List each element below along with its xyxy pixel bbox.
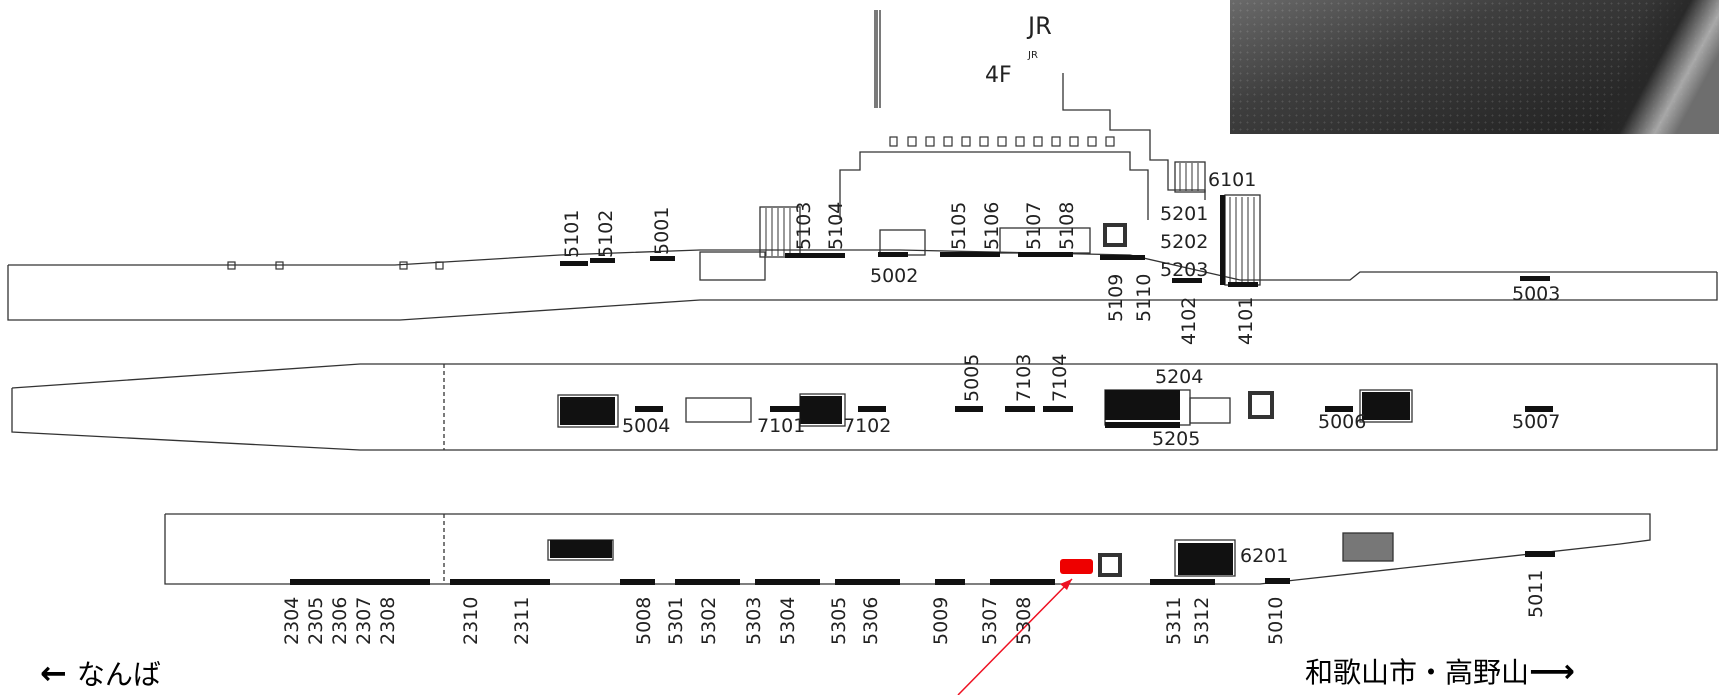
label-5002: 5002 bbox=[870, 265, 918, 287]
label-5306: 5306 bbox=[860, 597, 882, 645]
label-5101: 5101 bbox=[561, 210, 583, 258]
label-6101: 6101 bbox=[1208, 169, 1256, 191]
label-5307: 5307 bbox=[979, 597, 1001, 645]
label-5104: 5104 bbox=[825, 202, 847, 250]
label-5301: 5301 bbox=[665, 597, 687, 645]
gate-squares bbox=[227, 136, 1127, 270]
direction-left-label: なんば bbox=[76, 658, 161, 691]
label-5010: 5010 bbox=[1265, 597, 1287, 645]
label-7102: 7102 bbox=[843, 415, 891, 437]
label-5106: 5106 bbox=[981, 202, 1003, 250]
label-5007: 5007 bbox=[1512, 411, 1560, 433]
location-arrow bbox=[957, 578, 1073, 695]
label-5011: 5011 bbox=[1525, 570, 1547, 618]
right-arrow-icon: ⟶ bbox=[1529, 652, 1575, 690]
label-5009: 5009 bbox=[930, 597, 952, 645]
direction-right: 和歌山市・高野山 ⟶ bbox=[1305, 651, 1575, 691]
p2-markers bbox=[560, 390, 1553, 428]
label-2311: 2311 bbox=[511, 597, 533, 645]
label-5001: 5001 bbox=[651, 207, 673, 255]
stairs-p1 bbox=[765, 163, 1255, 283]
label-5201: 5201 bbox=[1160, 203, 1208, 225]
label-5103: 5103 bbox=[793, 202, 815, 250]
label-5305: 5305 bbox=[828, 597, 850, 645]
label-5205: 5205 bbox=[1152, 428, 1200, 450]
direction-left: ← なんば bbox=[40, 653, 161, 693]
p3-markers bbox=[290, 540, 1555, 585]
label-5203: 5203 bbox=[1160, 259, 1208, 281]
label-4101: 4101 bbox=[1235, 297, 1257, 345]
label-5303: 5303 bbox=[743, 597, 765, 645]
label-7103: 7103 bbox=[1013, 354, 1035, 402]
label-7104: 7104 bbox=[1049, 354, 1071, 402]
label-5204: 5204 bbox=[1155, 366, 1203, 388]
label-2306: 2306 bbox=[329, 597, 351, 645]
jr-small-label: JR bbox=[1027, 50, 1038, 61]
jr-label: JR bbox=[1026, 12, 1052, 40]
label-5202: 5202 bbox=[1160, 231, 1208, 253]
label-2305: 2305 bbox=[305, 597, 327, 645]
label-2307: 2307 bbox=[353, 597, 375, 645]
platform-2 bbox=[11, 363, 1718, 451]
label-4102: 4102 bbox=[1178, 297, 1200, 345]
label-2308: 2308 bbox=[377, 597, 399, 645]
p1-markers bbox=[560, 195, 1550, 287]
label-5005: 5005 bbox=[961, 354, 983, 402]
label-5105: 5105 bbox=[948, 202, 970, 250]
label-5311: 5311 bbox=[1163, 597, 1185, 645]
left-arrow-icon: ← bbox=[40, 654, 67, 692]
platform-1 bbox=[7, 10, 1718, 321]
label-5108: 5108 bbox=[1056, 202, 1078, 250]
label-5109: 5109 bbox=[1105, 274, 1127, 322]
direction-right-label: 和歌山市・高野山 bbox=[1305, 656, 1530, 689]
label-5302: 5302 bbox=[698, 597, 720, 645]
floor-label: 4F bbox=[985, 63, 1012, 88]
label-5006: 5006 bbox=[1318, 411, 1366, 433]
label-5110: 5110 bbox=[1133, 274, 1155, 322]
platform-photo bbox=[1230, 0, 1719, 134]
label-2304: 2304 bbox=[281, 597, 303, 645]
label-5304: 5304 bbox=[777, 597, 799, 645]
current-location-marker bbox=[1060, 559, 1093, 574]
label-7101: 7101 bbox=[757, 415, 805, 437]
label-5003: 5003 bbox=[1512, 283, 1560, 305]
label-5308: 5308 bbox=[1013, 597, 1035, 645]
platform-3 bbox=[164, 513, 1651, 585]
label-5312: 5312 bbox=[1191, 597, 1213, 645]
label-5102: 5102 bbox=[595, 210, 617, 258]
label-5008: 5008 bbox=[633, 597, 655, 645]
label-2310: 2310 bbox=[460, 597, 482, 645]
label-6201: 6201 bbox=[1240, 545, 1288, 567]
label-5004: 5004 bbox=[622, 415, 670, 437]
label-5107: 5107 bbox=[1023, 202, 1045, 250]
